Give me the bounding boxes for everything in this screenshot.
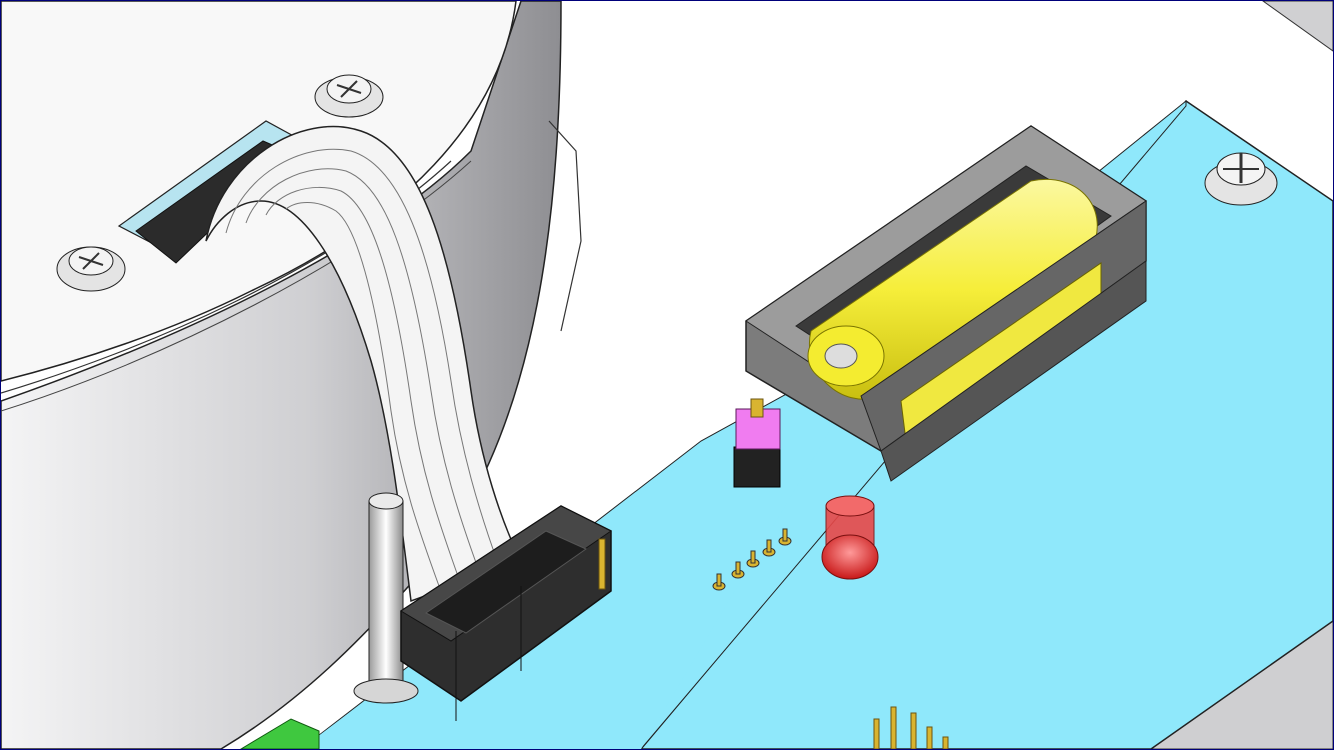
enclosure-edge: [548, 120, 582, 332]
led-icon: [821, 495, 879, 580]
pin-header-icon: [873, 706, 949, 749]
pin-header-icon: [712, 528, 792, 591]
connector-icon: [400, 505, 612, 721]
screw-icon: [314, 74, 384, 118]
screw-icon: [1204, 152, 1278, 206]
ribbon-cable-icon: [205, 125, 523, 603]
screw-icon: [56, 246, 126, 292]
case-corner-top: [1262, 1, 1333, 52]
terminal-block-icon: [240, 718, 320, 749]
battery-icon: [745, 125, 1147, 482]
standoff-icon: [353, 492, 419, 704]
jumper-icon: [733, 398, 781, 488]
